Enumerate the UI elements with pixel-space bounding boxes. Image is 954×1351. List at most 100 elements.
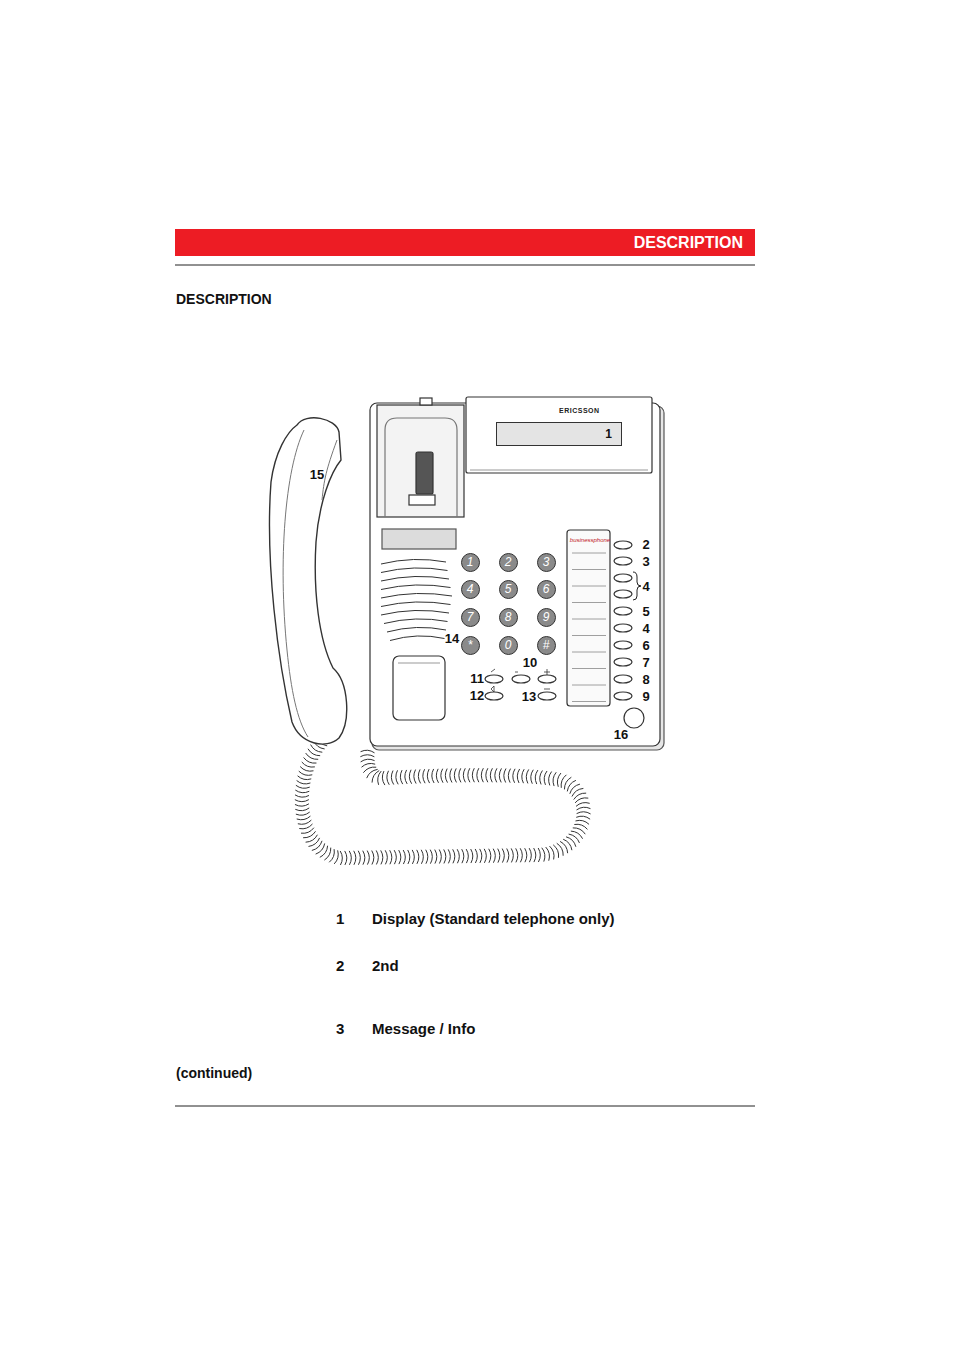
cord-coil	[525, 848, 527, 862]
cord-coil	[409, 770, 411, 784]
handset-edge	[283, 430, 308, 737]
function-key	[614, 574, 632, 582]
cord-coil	[426, 850, 428, 864]
cord-coil	[361, 750, 375, 753]
function-key	[614, 590, 632, 598]
cord-coil	[345, 851, 347, 865]
display-housing	[466, 397, 652, 473]
hook-base	[409, 495, 435, 505]
cord-coil	[399, 850, 401, 864]
cradle-tab	[420, 398, 432, 405]
display-window: 1	[496, 422, 622, 446]
cord-coil	[400, 770, 402, 784]
function-key	[614, 541, 632, 549]
cord-coil	[564, 777, 571, 789]
cord-coil	[320, 846, 328, 858]
cord-coil	[577, 812, 591, 814]
cradle-inner	[385, 418, 457, 517]
brand-logo: ERICSSON	[559, 407, 600, 415]
cord-guide	[302, 738, 584, 858]
cord-coil	[531, 770, 534, 784]
keypad-key: 4	[461, 580, 480, 599]
cord-coil	[468, 768, 470, 782]
button	[485, 692, 503, 700]
cord-coil	[538, 848, 540, 862]
panel-lines	[572, 553, 606, 702]
cord-coil	[448, 849, 450, 863]
function-key	[614, 641, 632, 649]
cord-coil	[311, 745, 323, 753]
cord-coil	[495, 768, 497, 782]
cord-coil	[575, 820, 589, 824]
cord-coil	[296, 785, 310, 788]
callout-number: 9	[642, 690, 649, 704]
function-key	[614, 675, 632, 683]
cord-coil	[522, 769, 524, 783]
panel-line	[572, 685, 606, 686]
cord-coil	[436, 769, 438, 783]
panel-line	[572, 668, 606, 669]
cord-coil	[308, 749, 320, 756]
panel-line	[398, 662, 440, 663]
keypad-key: 3	[537, 553, 556, 572]
cord-coil	[354, 851, 356, 865]
cord-coil	[309, 838, 320, 847]
cord-coil	[463, 768, 465, 782]
button	[538, 675, 556, 683]
cord-coil	[432, 769, 434, 783]
cord-coil	[504, 769, 506, 783]
cord-coil	[412, 850, 414, 864]
coiled-cord	[295, 733, 591, 865]
list-number: 1	[336, 911, 344, 928]
cord-coil	[367, 769, 378, 778]
grille-slot	[390, 636, 445, 641]
cord-coil	[378, 771, 381, 785]
callout-number: 10	[523, 656, 537, 670]
cord-coil	[303, 831, 315, 837]
grille-slot	[381, 559, 446, 564]
cord-coil	[405, 770, 407, 784]
grille-slot	[387, 627, 446, 632]
callout-number: 13	[522, 690, 536, 704]
key-digit: *	[468, 639, 473, 651]
key-digit: 2	[505, 556, 512, 568]
cord-coil	[472, 768, 474, 782]
cord-coil	[296, 812, 310, 815]
header-band: DESCRIPTION	[175, 229, 755, 256]
keypad-key: #	[537, 636, 556, 655]
cord-coil	[295, 808, 309, 811]
rule-line	[175, 265, 755, 266]
grille-slot	[381, 576, 449, 581]
cord-coil	[535, 770, 538, 784]
cord-coil	[396, 770, 398, 784]
keypad-key: 0	[499, 636, 518, 655]
key-digit: 0	[505, 639, 512, 651]
cord-coil	[466, 849, 468, 863]
cord-coil	[445, 769, 447, 783]
key-digit: 1	[467, 556, 474, 568]
cord-coil	[557, 773, 561, 787]
cord-coil	[381, 850, 383, 864]
grille-slot	[381, 602, 451, 607]
keypad-key: 6	[537, 580, 556, 599]
lower-panel	[393, 656, 445, 720]
cord-coil	[563, 839, 572, 850]
cord-coil	[567, 780, 576, 791]
cord-coil	[507, 848, 509, 862]
cord-coil	[358, 851, 360, 865]
cord-coil	[372, 851, 374, 865]
cord-coil	[453, 849, 455, 863]
cord-coil	[298, 820, 312, 824]
bracket	[633, 572, 641, 600]
cord-coil	[569, 834, 580, 843]
cord-coil	[573, 828, 585, 834]
button-icon	[491, 669, 550, 692]
panel-line	[572, 602, 606, 603]
cord-coil	[367, 851, 369, 865]
key-digit: 3	[543, 556, 550, 568]
handset-edge	[322, 440, 337, 500]
brand-text: businessphone	[570, 537, 610, 544]
cord-coil	[529, 848, 531, 862]
cord-coil	[394, 850, 396, 864]
callout-number: 4	[642, 622, 649, 636]
